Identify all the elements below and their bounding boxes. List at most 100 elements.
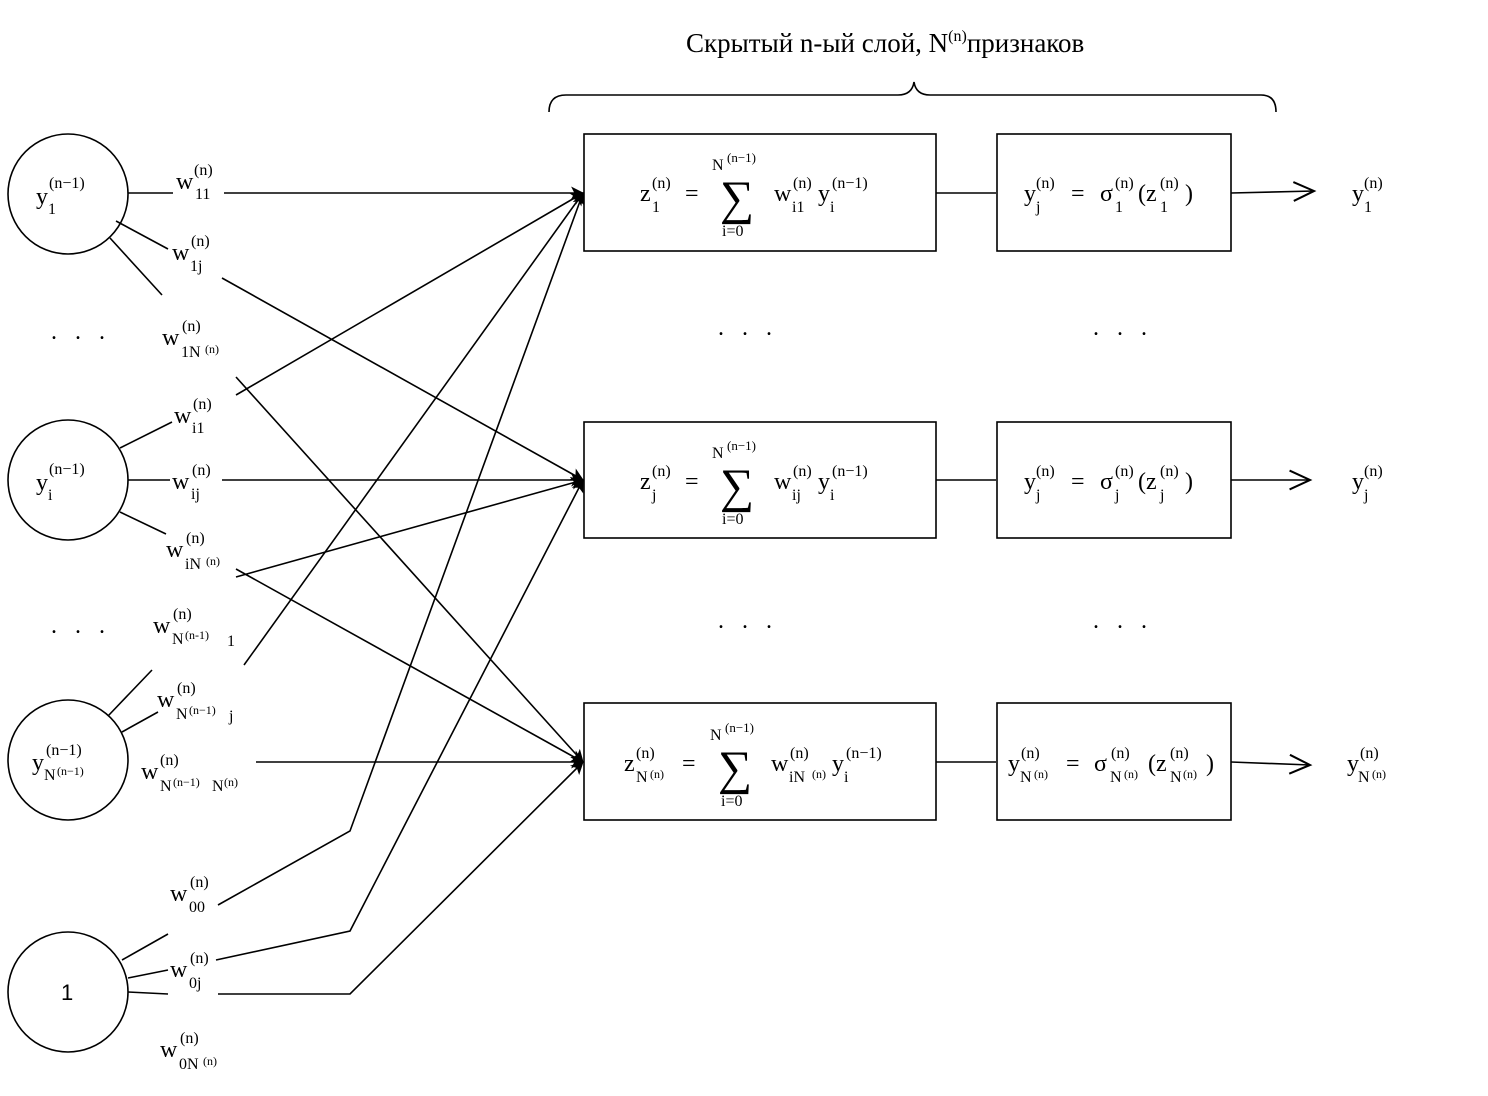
svg-text:y: y [1008, 751, 1020, 777]
svg-text:(n): (n) [224, 775, 238, 789]
weight-w1j: w (n) 1j [172, 233, 210, 275]
svg-text:): ) [1185, 181, 1193, 207]
svg-text:N: N [712, 157, 724, 174]
ellipsis-sum-top: . . . [718, 315, 778, 341]
svg-text:z: z [1146, 181, 1157, 207]
svg-text:y: y [1024, 469, 1036, 495]
svg-text:i: i [830, 199, 835, 216]
svg-text:(n): (n) [1160, 463, 1179, 480]
svg-text:z: z [1156, 751, 1167, 777]
svg-text:11: 11 [195, 186, 210, 203]
svg-text:(n−1): (n−1) [46, 742, 82, 759]
weight-w00: w (n) 00 [170, 874, 209, 916]
layer-brace [548, 81, 1277, 113]
svg-text:iN: iN [185, 556, 201, 573]
svg-text:w: w [172, 240, 190, 266]
svg-text:(n): (n) [1036, 175, 1055, 192]
svg-text:1: 1 [227, 633, 235, 650]
ellipsis-left-bottom: . . . [51, 613, 111, 639]
svg-text:y: y [818, 181, 830, 207]
svg-text:i=0: i=0 [721, 793, 742, 810]
svg-text:(n): (n) [1170, 745, 1189, 762]
output-1: y (n) 1 [1352, 175, 1383, 216]
svg-text:w: w [174, 403, 192, 429]
svg-text:=: = [685, 469, 699, 495]
svg-text:(n): (n) [206, 554, 220, 568]
svg-text:j: j [1363, 487, 1368, 504]
svg-text:w: w [170, 881, 188, 907]
svg-text:00: 00 [189, 899, 205, 916]
svg-text:N: N [1110, 769, 1122, 786]
svg-text:y: y [832, 751, 844, 777]
svg-text:(n): (n) [1034, 767, 1048, 781]
svg-text:(n): (n) [650, 767, 664, 781]
svg-text:ij: ij [792, 487, 801, 504]
svg-text:N: N [212, 778, 224, 795]
svg-text:(n): (n) [180, 1030, 199, 1047]
input-node-i: y (n−1) i [7, 419, 129, 541]
output-j: y (n) j [1352, 463, 1383, 504]
connections [107, 181, 1317, 995]
svg-text:N: N [176, 706, 188, 723]
svg-text:(n-1): (n-1) [185, 628, 209, 642]
svg-text:w: w [157, 687, 175, 713]
svg-text:(n−1): (n−1) [57, 764, 84, 778]
svg-text:(n): (n) [194, 162, 213, 179]
svg-text:(n): (n) [652, 463, 671, 480]
svg-text:(n): (n) [190, 950, 209, 967]
svg-text:y: y [1352, 181, 1364, 207]
svg-text:∑: ∑ [720, 460, 754, 513]
sum-box-j: z (n) j = N (n−1) ∑ i=0 w (n) ij y (n−1)… [583, 421, 937, 539]
svg-text:(n): (n) [812, 767, 826, 781]
svg-text:i: i [844, 769, 849, 786]
svg-text:N: N [1170, 769, 1182, 786]
svg-text:(: ( [1148, 751, 1156, 777]
svg-text:σ: σ [1094, 751, 1107, 777]
svg-text:(: ( [1138, 181, 1146, 207]
svg-text:0j: 0j [189, 975, 201, 992]
svg-text:(n): (n) [793, 463, 812, 480]
svg-text:(n): (n) [1115, 463, 1134, 480]
svg-text:w: w [162, 325, 180, 351]
svg-text:N: N [44, 767, 56, 784]
svg-text:0N: 0N [179, 1056, 199, 1073]
svg-text:i=0: i=0 [722, 511, 743, 528]
bias-node: 1 [7, 931, 129, 1053]
svg-text:(n−1): (n−1) [727, 150, 756, 165]
svg-text:=: = [682, 751, 696, 777]
svg-text:(n−1): (n−1) [832, 175, 868, 192]
svg-text:∑: ∑ [718, 742, 752, 795]
act-box-j: y (n) j = σ (n) j ( z (n) j ) [996, 421, 1232, 539]
layer-title: Скрытый n-ый слой, N(n)признаков [686, 28, 1084, 58]
svg-text:(n): (n) [793, 175, 812, 192]
svg-text:j: j [1035, 199, 1040, 216]
svg-text:(n): (n) [192, 462, 211, 479]
svg-text:(n): (n) [1183, 767, 1197, 781]
svg-text:(n): (n) [1364, 175, 1383, 192]
svg-text:(n−1): (n−1) [49, 175, 85, 192]
svg-text:=: = [1071, 469, 1085, 495]
svg-text:(n−1): (n−1) [49, 461, 85, 478]
svg-text:1: 1 [652, 199, 660, 216]
svg-text:ij: ij [191, 486, 200, 503]
svg-text:=: = [1066, 751, 1080, 777]
svg-text:y: y [1024, 181, 1036, 207]
svg-text:i=0: i=0 [722, 223, 743, 240]
svg-text:σ: σ [1100, 469, 1113, 495]
svg-text:(n−1): (n−1) [846, 745, 882, 762]
svg-text:j: j [1035, 487, 1040, 504]
svg-text:(n−1): (n−1) [173, 775, 200, 789]
svg-text:y: y [1352, 469, 1364, 495]
svg-text:(n): (n) [182, 318, 201, 335]
svg-text:w: w [141, 759, 159, 785]
svg-text:j: j [228, 708, 233, 725]
sum-box-N: z (n) N (n) = N (n−1) ∑ i=0 w (n) iN (n)… [583, 702, 937, 821]
svg-text:i1: i1 [192, 420, 204, 437]
svg-text:j: j [1159, 487, 1164, 504]
svg-text:N: N [172, 631, 184, 648]
output-N: y (n) N (n) [1347, 745, 1386, 786]
input-node-N: y (n−1) N (n−1) [7, 699, 129, 821]
input-node-1: y (n−1) 1 [7, 133, 129, 255]
svg-text:(n): (n) [1364, 463, 1383, 480]
svg-text:j: j [651, 487, 656, 504]
